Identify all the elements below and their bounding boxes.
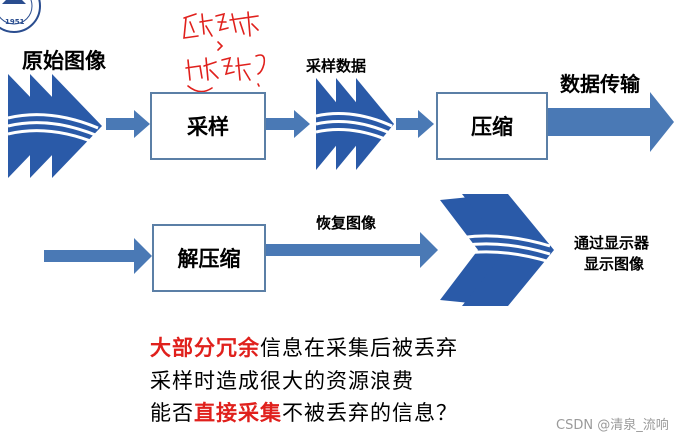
caption-line-2: 采样时造成很大的资源浪费: [150, 369, 414, 393]
arrow-to-sampled-data: [266, 110, 310, 138]
arrow-to-compression: [396, 110, 434, 138]
decompression-box: 解压缩: [152, 224, 266, 292]
arrow-to-decompression: [44, 238, 152, 274]
handwritten-annotation: [183, 11, 266, 93]
arrow-to-sampling: [106, 110, 150, 138]
display-image-icon: [440, 194, 554, 306]
arrow-to-display: [266, 232, 438, 268]
caption-highlight-direct: 直接采集: [194, 400, 282, 425]
logo-seal-icon: [0, 0, 41, 33]
watermark: CSDN @清泉_流响: [556, 418, 669, 433]
logo-year: 1951: [5, 18, 25, 26]
caption-line-1: 大部分冗余信息在采集后被丢弃: [150, 332, 458, 362]
caption-line-3-end: 不被丢弃的信息？: [282, 401, 458, 425]
display-label-line1: 通过显示器: [574, 234, 650, 252]
caption-line-3: 能否直接采集不被丢弃的信息？: [150, 397, 458, 427]
university-logo: [0, 0, 42, 34]
caption-line-3-start: 能否: [150, 401, 194, 425]
transmission-arrow: [548, 92, 674, 152]
caption-highlight-redundant: 大部分冗余: [150, 335, 260, 360]
sampled-data-label: 采样数据: [306, 57, 367, 75]
compression-box: 压缩: [436, 92, 548, 160]
caption-line-1-rest: 信息在采集后被丢弃: [260, 336, 458, 360]
original-image-icon: [7, 74, 102, 178]
original-image-label: 原始图像: [22, 49, 106, 73]
data-transmission-label: 数据传输: [560, 72, 640, 96]
display-label-line2: 显示图像: [584, 255, 645, 273]
sampled-data-icon: [315, 78, 394, 170]
sampling-box: 采样: [150, 92, 266, 160]
recovered-image-label: 恢复图像: [316, 214, 377, 232]
